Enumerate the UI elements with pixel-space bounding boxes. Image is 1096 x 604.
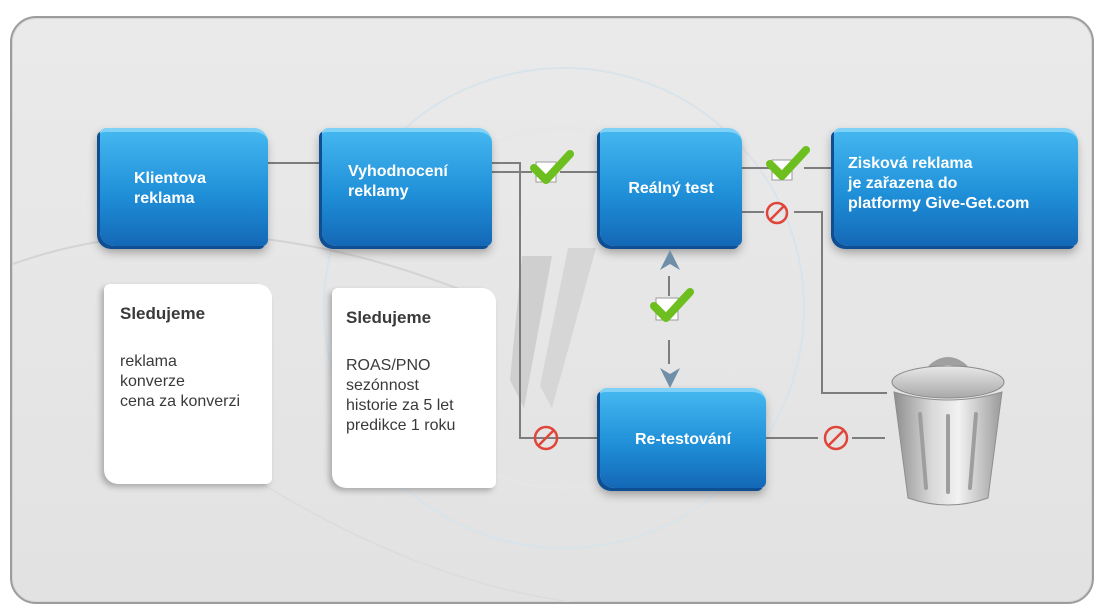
note-line: reklama <box>120 353 177 370</box>
note-line: cena za konverzi <box>120 393 241 410</box>
note-line: predikce 1 roku <box>346 417 456 434</box>
note-monitoring-2: Sledujeme ROAS/PNO sezónnost historie za… <box>332 288 496 488</box>
arrow-up-icon <box>660 250 680 270</box>
note-line: konverze <box>120 373 185 390</box>
prohibited-icon <box>533 425 559 451</box>
prohibited-icon <box>765 201 789 225</box>
note-line: historie za 5 let <box>346 397 454 414</box>
check-icon <box>766 146 810 180</box>
node-real-test: Reálný test <box>600 128 742 246</box>
node-client-ad-label: Klientova reklama <box>134 170 207 207</box>
check-icon <box>530 150 574 184</box>
node-retest-label: Re-testování <box>634 431 732 448</box>
node-profitable-ad-line1: Zisková reklama <box>848 155 973 172</box>
node-profitable-ad: Zisková reklama je zařazena do platformy… <box>834 128 1078 246</box>
note-title: Sledujeme <box>120 304 206 323</box>
node-profitable-ad-line3: platformy Give-Get.com <box>848 195 1030 212</box>
node-evaluation: Vyhodnocení reklamy <box>322 128 492 246</box>
node-profitable-ad-line2: je zařazena do <box>848 175 958 192</box>
node-real-test-label: Reálný test <box>628 180 714 197</box>
node-client-ad: Klientova reklama <box>100 128 268 246</box>
note-line: ROAS/PNO <box>346 357 431 374</box>
check-icon <box>650 288 694 322</box>
node-retest: Re-testování <box>600 388 766 488</box>
note-title: Sledujeme <box>346 308 432 327</box>
trash-bin-icon <box>891 357 1005 506</box>
prohibited-icon <box>823 425 849 451</box>
note-monitoring-1: Sledujeme reklama konverze cena za konve… <box>104 284 272 484</box>
note-line: sezónnost <box>346 377 419 394</box>
node-evaluation-label: Vyhodnocení reklamy <box>348 163 448 200</box>
arrow-down-icon <box>660 368 680 388</box>
